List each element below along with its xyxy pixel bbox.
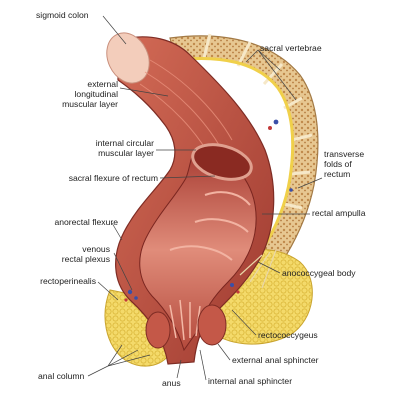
label-transverse-folds-of-rectum: transverse folds of rectum <box>324 149 365 179</box>
sacrum-vertebra-lines <box>202 33 313 210</box>
label-external-longitudinal-muscular-layer: external longitudinal muscular layer <box>62 79 118 109</box>
anal-columns-lines <box>169 299 201 341</box>
label-external-anal-sphincter: external anal sphincter <box>232 355 319 365</box>
label-rectal-ampulla: rectal ampulla <box>312 208 366 218</box>
label-sacral-flexure-of-rectum: sacral flexure of rectum <box>68 173 158 183</box>
label-sacral-vertebrae: sacral vertebrae <box>260 43 322 53</box>
venous-plexus-dots <box>124 119 293 302</box>
label-venous-rectal-plexus: venous rectal plexus <box>61 244 110 264</box>
label-internal-anal-sphincter: internal anal sphincter <box>208 376 293 386</box>
sacral-flexure-ring <box>191 143 253 181</box>
label-sigmoid-colon: sigmoid colon <box>36 10 89 20</box>
external-sphincter-left <box>145 311 171 349</box>
label-rectococcygeus: rectococcygeus <box>258 330 318 340</box>
anococcygeal-fibers <box>239 249 277 289</box>
label-anal-column: anal column <box>38 371 85 381</box>
sigmoid-colon-cut-end <box>106 32 150 84</box>
external-sphincter-right <box>197 304 227 346</box>
sacral-ligament-yellow <box>175 57 295 251</box>
label-anus: anus <box>162 378 181 388</box>
label-anorectal-flexure: anorectal flexure <box>54 217 118 227</box>
label-internal-circular-muscular-layer: internal circular muscular layer <box>95 138 154 158</box>
label-rectoperinealis: rectoperinealis <box>40 276 96 286</box>
rectal-lumen-mucosa <box>139 149 257 352</box>
transverse-folds-lines <box>169 191 251 261</box>
leader-lines <box>87 15 323 381</box>
label-anococcygeal-body: anococcygeal body <box>282 268 356 278</box>
